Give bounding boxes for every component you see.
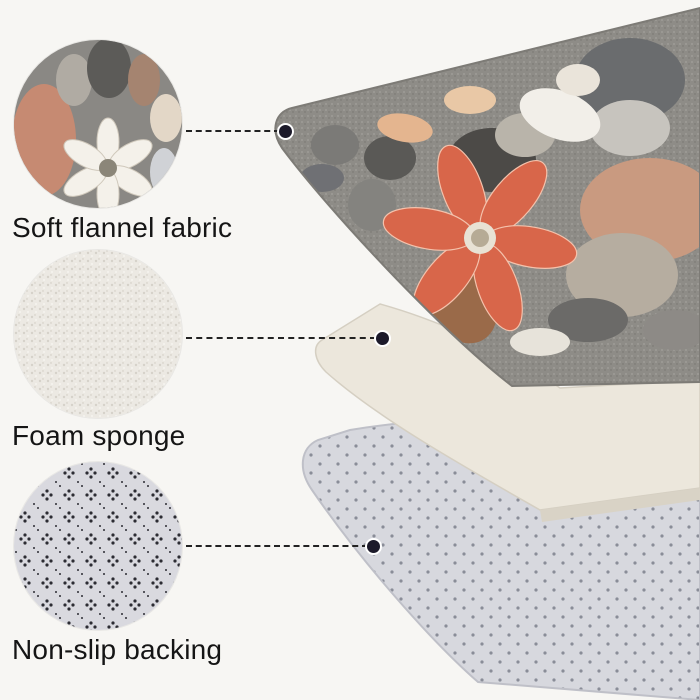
- fabric-closeup-image: [14, 40, 182, 208]
- backing-connector: [186, 545, 368, 547]
- foam-marker-dot: [374, 330, 391, 347]
- backing-closeup-image: [14, 462, 182, 630]
- foam-label: Foam sponge: [12, 420, 186, 451]
- fabric-connector: [186, 130, 280, 132]
- fabric-label: Soft flannel fabric: [12, 212, 233, 243]
- backing-label: Non-slip backing: [12, 634, 223, 665]
- backing-marker-dot: [365, 538, 382, 555]
- foam-closeup-image: [14, 250, 182, 418]
- fabric-marker-dot: [277, 123, 294, 140]
- foam-connector: [186, 337, 376, 339]
